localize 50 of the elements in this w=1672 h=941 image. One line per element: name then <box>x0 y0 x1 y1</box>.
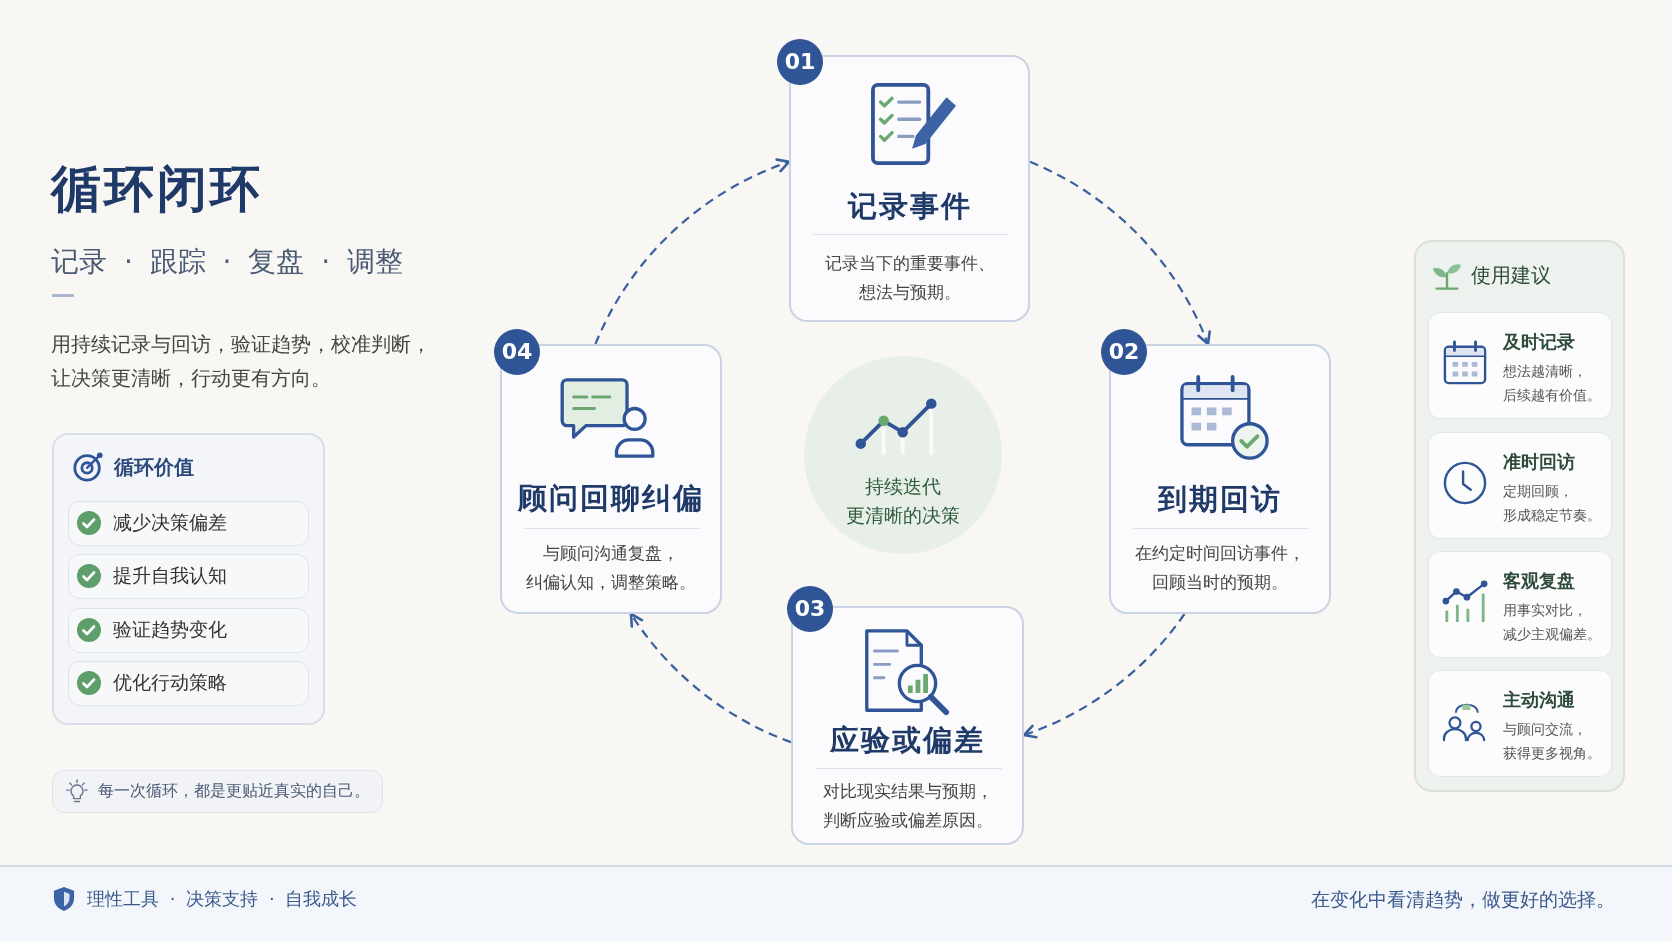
number-badge: 04 <box>494 329 540 375</box>
tip-card <box>1428 551 1612 658</box>
list-item <box>68 501 309 546</box>
title: 循环闭环 <box>51 158 263 220</box>
tip-box <box>52 770 383 813</box>
tip-card <box>1428 432 1612 539</box>
description: 用持续记录与回访，验证趋势，校准判断，让决策更清晰，行动更有方向。 <box>51 331 432 392</box>
step-description: 对比现实结果与预期，判断应验或偏差原因。 <box>822 780 993 832</box>
center-text: 持续迭代 <box>865 473 941 499</box>
curved-arrow <box>629 612 792 744</box>
footer-text: 理性工具 · 决策支持 · 自我成长 <box>87 887 358 911</box>
number-badge: 02 <box>1101 329 1147 375</box>
list-item <box>68 554 309 599</box>
curved-arrow <box>594 159 791 345</box>
side-panel <box>1414 240 1625 792</box>
list-item <box>68 608 309 653</box>
step-heading: 记录事件 <box>847 188 972 225</box>
step-heading: 顾问回聊纠偏 <box>518 480 704 517</box>
step-description: 记录当下的重要事件、想法与预期。 <box>824 252 995 304</box>
step-description: 在约定时间回访事件，回顾当时的预期。 <box>1135 542 1305 594</box>
card-title: 主动沟通 <box>1503 688 1575 712</box>
step-heading: 到期回访 <box>1158 481 1282 518</box>
info-panel <box>52 433 325 725</box>
step-description: 与顾问沟通复盘，纠偏认知，调整策略。 <box>526 542 696 594</box>
list-item <box>68 661 309 706</box>
item-text: 优化行动策略 <box>113 671 227 695</box>
item-text: 提升自我认知 <box>113 564 227 588</box>
item-text: 验证趋势变化 <box>113 618 227 642</box>
curved-arrow <box>1022 613 1186 738</box>
tip-card <box>1428 670 1612 777</box>
card-title: 及时记录 <box>1503 330 1575 354</box>
card-description: 用事实对比，减少主观偏差。 <box>1503 601 1601 644</box>
panel-heading: 循环价值 <box>114 454 194 481</box>
curved-arrow <box>1029 160 1211 346</box>
footer-band <box>0 865 1672 941</box>
card-description: 定期回顾，形成稳定节奏。 <box>1503 482 1601 525</box>
card-title: 准时回访 <box>1503 450 1575 474</box>
card-description: 与顾问交流，获得更多视角。 <box>1503 720 1601 763</box>
card-description: 想法越清晰，后续越有价值。 <box>1503 362 1601 405</box>
item-text: 减少决策偏差 <box>113 511 227 535</box>
card-title: 客观复盘 <box>1503 569 1575 593</box>
number-badge: 03 <box>787 586 833 632</box>
footer-slogan: 在变化中看清趋势，做更好的选择。 <box>1311 887 1615 912</box>
number-badge: 01 <box>777 39 823 85</box>
step-heading: 应验或偏差 <box>830 722 985 759</box>
center-text: 更清晰的决策 <box>846 502 960 528</box>
subtitle: 记录 · 跟踪 · 复盘 · 调整 <box>51 244 404 280</box>
tip-card <box>1428 312 1612 419</box>
tip-text: 每一次循环，都是更贴近真实的自己。 <box>98 781 370 802</box>
panel-heading: 使用建议 <box>1471 262 1551 289</box>
